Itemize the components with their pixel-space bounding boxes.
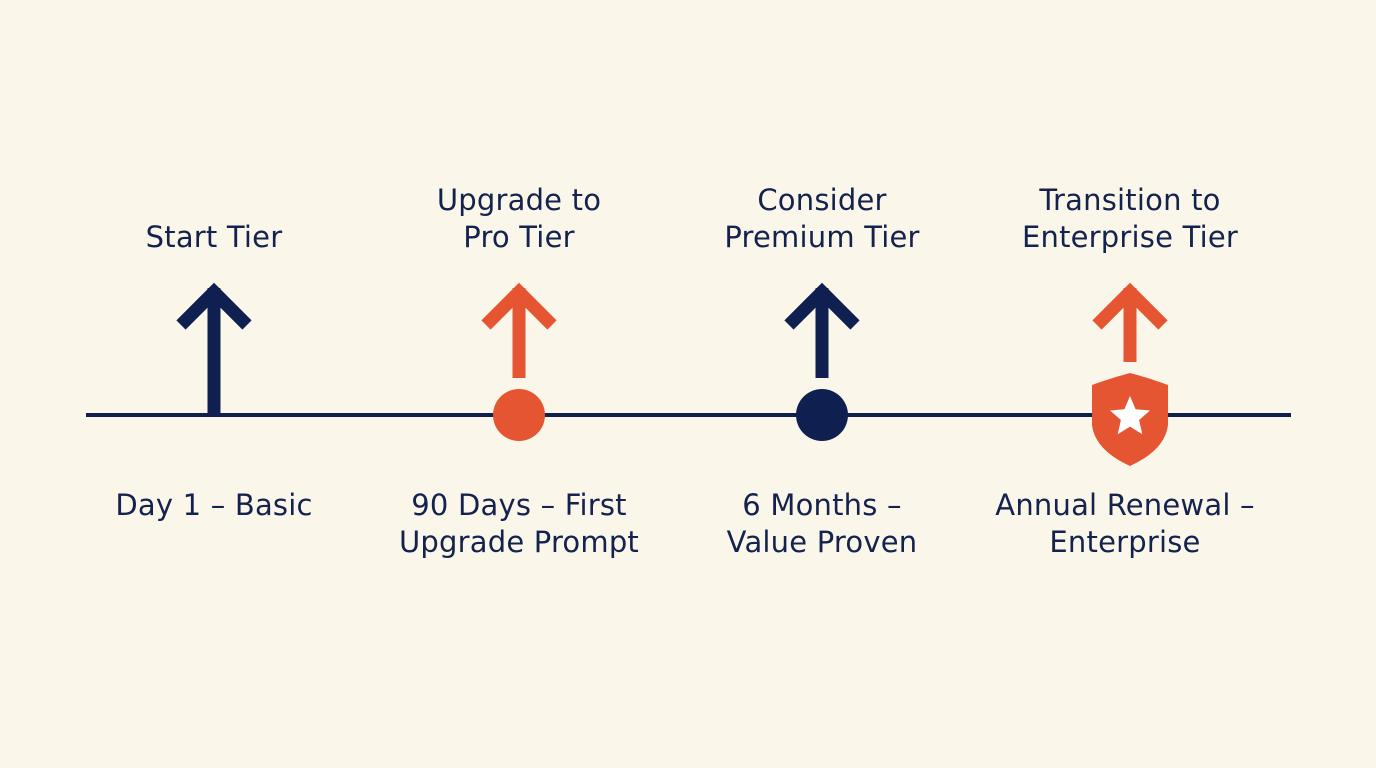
- time-label-line: 6 Months –: [742, 488, 902, 522]
- tier-label-line: Enterprise Tier: [1021, 220, 1239, 254]
- milestone-2-time-label: 90 Days – First Upgrade Prompt: [369, 487, 669, 561]
- milestone-2-tier-label: Upgrade to Pro Tier: [369, 182, 669, 256]
- time-label-line: 90 Days – First: [411, 488, 627, 522]
- milestone-4-tier-label: Transition to Enterprise Tier: [980, 182, 1280, 256]
- tier-label-line: Consider: [757, 183, 887, 217]
- milestone-3-time-label: 6 Months – Value Proven: [672, 487, 972, 561]
- star-icon: [1110, 396, 1150, 435]
- milestone-1-time-label: Day 1 – Basic: [64, 487, 364, 524]
- milestone-dot: [796, 389, 848, 441]
- up-arrow-icon: [1092, 282, 1168, 362]
- time-label-line: Annual Renewal –: [995, 488, 1255, 522]
- tier-label-line: Start Tier: [145, 220, 283, 254]
- milestone-1-marker: [176, 282, 252, 414]
- tier-label-line: Upgrade to: [436, 183, 602, 217]
- time-label-line: Enterprise: [1049, 525, 1201, 559]
- milestone-3-marker: [784, 282, 860, 441]
- milestone-4-marker: [1092, 282, 1168, 466]
- milestone-2-marker: [481, 282, 557, 441]
- milestone-3-tier-label: Consider Premium Tier: [672, 182, 972, 256]
- up-arrow-icon: [176, 282, 252, 414]
- time-label-line: Upgrade Prompt: [398, 525, 640, 559]
- milestone-dot: [493, 389, 545, 441]
- milestone-1-tier-label: Start Tier: [64, 219, 364, 256]
- time-label-line: Day 1 – Basic: [115, 488, 313, 522]
- milestone-4-time-label: Annual Renewal – Enterprise: [975, 487, 1275, 561]
- up-arrow-icon: [784, 282, 860, 378]
- tier-label-line: Premium Tier: [724, 220, 920, 254]
- tier-label-line: Pro Tier: [463, 220, 575, 254]
- time-label-line: Value Proven: [726, 525, 918, 559]
- tier-label-line: Transition to: [1039, 183, 1221, 217]
- up-arrow-icon: [481, 282, 557, 378]
